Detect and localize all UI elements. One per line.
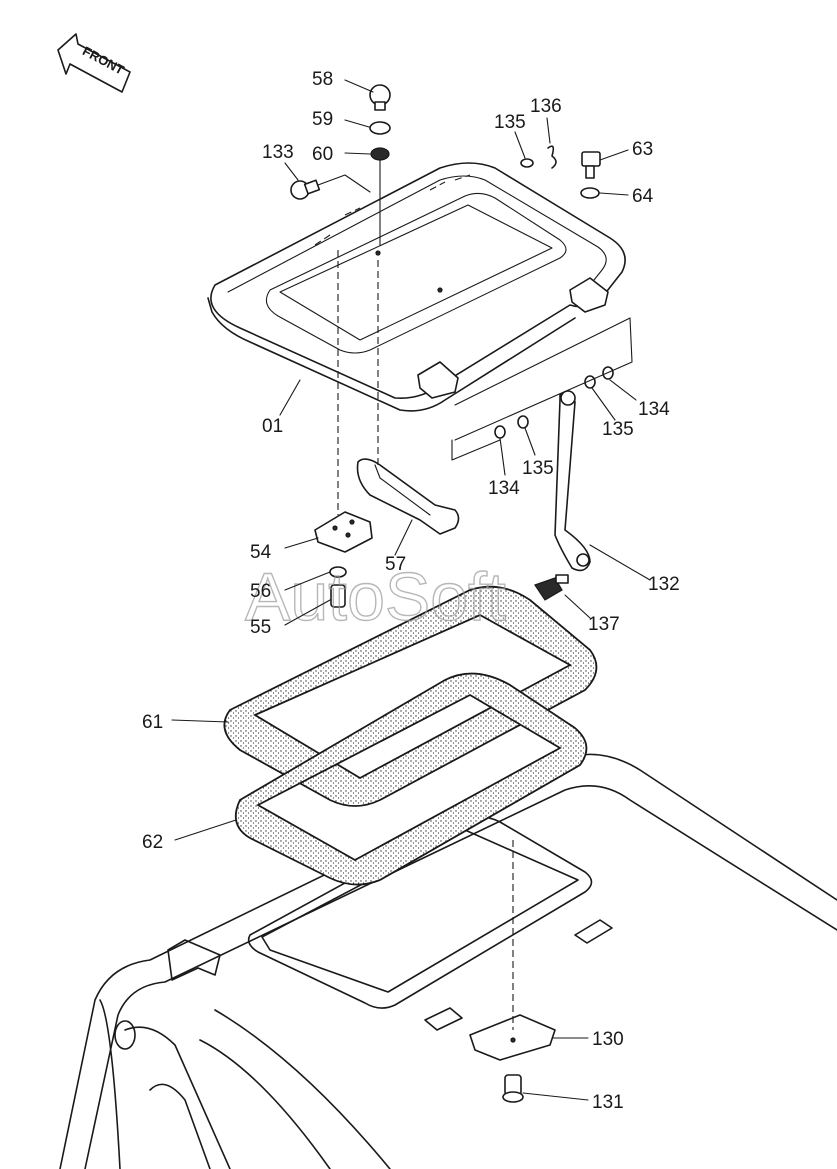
callout-57: 57 (385, 554, 406, 575)
callout-131: 131 (592, 1092, 624, 1113)
callout-61: 61 (142, 712, 163, 733)
leader-lines (171, 79, 651, 1101)
callout-134-right: 134 (638, 399, 670, 420)
callout-63: 63 (632, 139, 653, 160)
front-arrow-icon: FRONT (57, 33, 131, 93)
callout-62: 62 (142, 832, 163, 853)
callout-136: 136 (530, 96, 562, 117)
callout-135-center: 135 (522, 458, 554, 479)
callout-58: 58 (312, 69, 333, 90)
callout-133: 133 (262, 142, 294, 163)
callout-56: 56 (250, 581, 271, 602)
watermark: AutoSoft (245, 559, 506, 635)
callout-55: 55 (250, 617, 271, 638)
callout-labels: 58 59 60 133 135 136 63 64 01 134 135 13… (142, 69, 680, 1113)
lower-seal-frame (234, 672, 588, 886)
callout-135-right: 135 (602, 419, 634, 440)
callout-137: 137 (588, 614, 620, 635)
callout-132: 132 (648, 574, 680, 595)
callout-01: 01 (262, 416, 283, 437)
callout-54: 54 (250, 542, 272, 563)
callout-130: 130 (592, 1029, 624, 1050)
roof-hatch-lid (207, 162, 626, 412)
knob-stem-icon (374, 101, 386, 111)
callout-64: 64 (632, 186, 654, 207)
callout-134-center: 134 (488, 478, 520, 499)
callout-135-top: 135 (494, 112, 526, 133)
callout-60: 60 (312, 144, 333, 165)
small-parts (290, 84, 633, 1103)
callout-59: 59 (312, 109, 333, 130)
